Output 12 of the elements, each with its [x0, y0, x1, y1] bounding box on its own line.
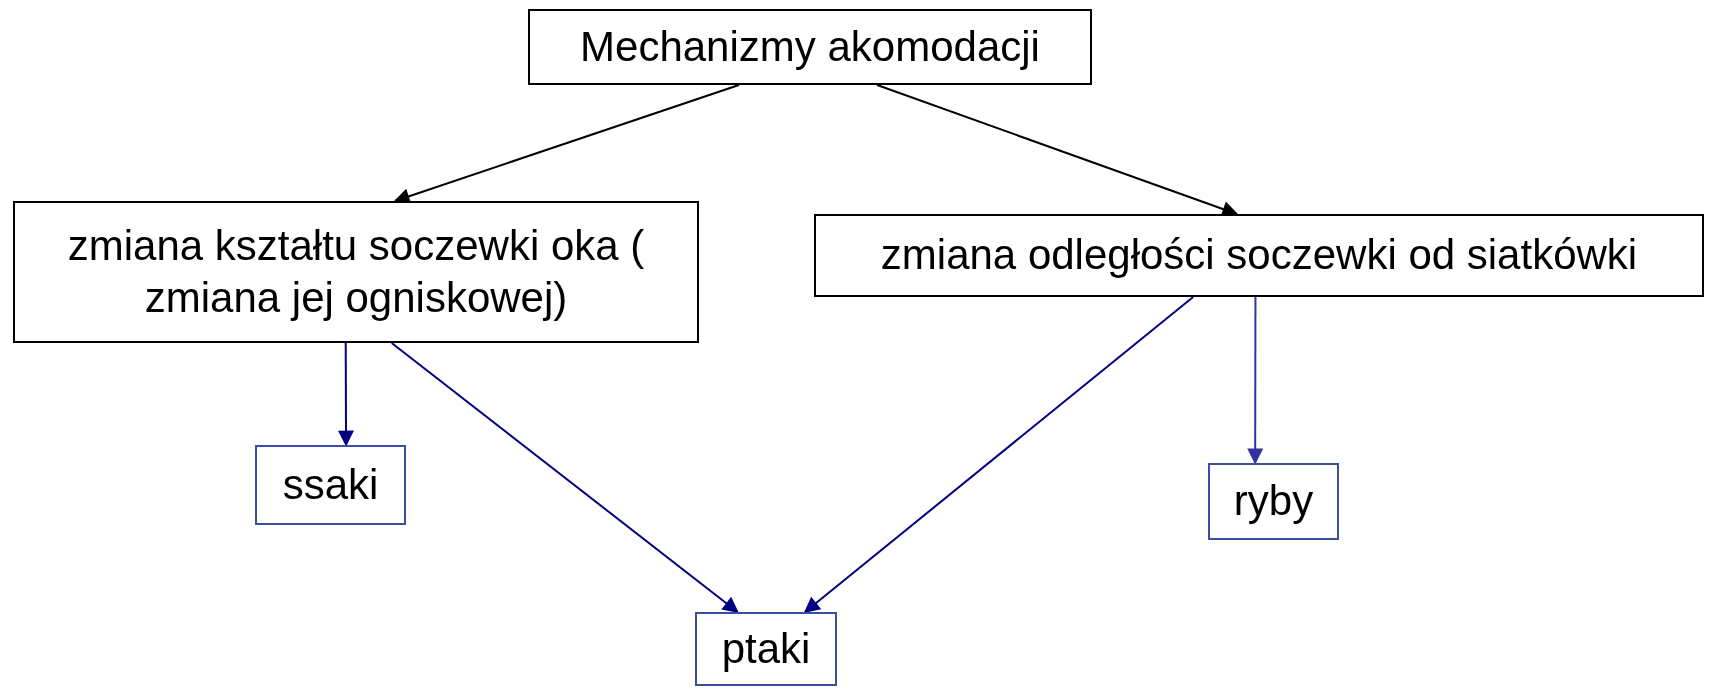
arrow — [338, 342, 354, 447]
text-box: zmiana kształtu soczewki oka ( zmiana jej ogniskowej) — [13, 201, 699, 343]
text-box: ptaki — [695, 612, 837, 686]
text-box: Mechanizmy akomodacji — [528, 9, 1092, 85]
arrow — [390, 342, 739, 613]
arrow — [803, 296, 1195, 613]
arrow — [876, 84, 1239, 217]
text-box: zmiana odległości soczewki od siatkówki — [814, 214, 1704, 297]
arrow — [1247, 296, 1264, 465]
arrow — [393, 84, 740, 204]
text-box: ryby — [1208, 463, 1339, 540]
text-box: ssaki — [255, 445, 406, 525]
